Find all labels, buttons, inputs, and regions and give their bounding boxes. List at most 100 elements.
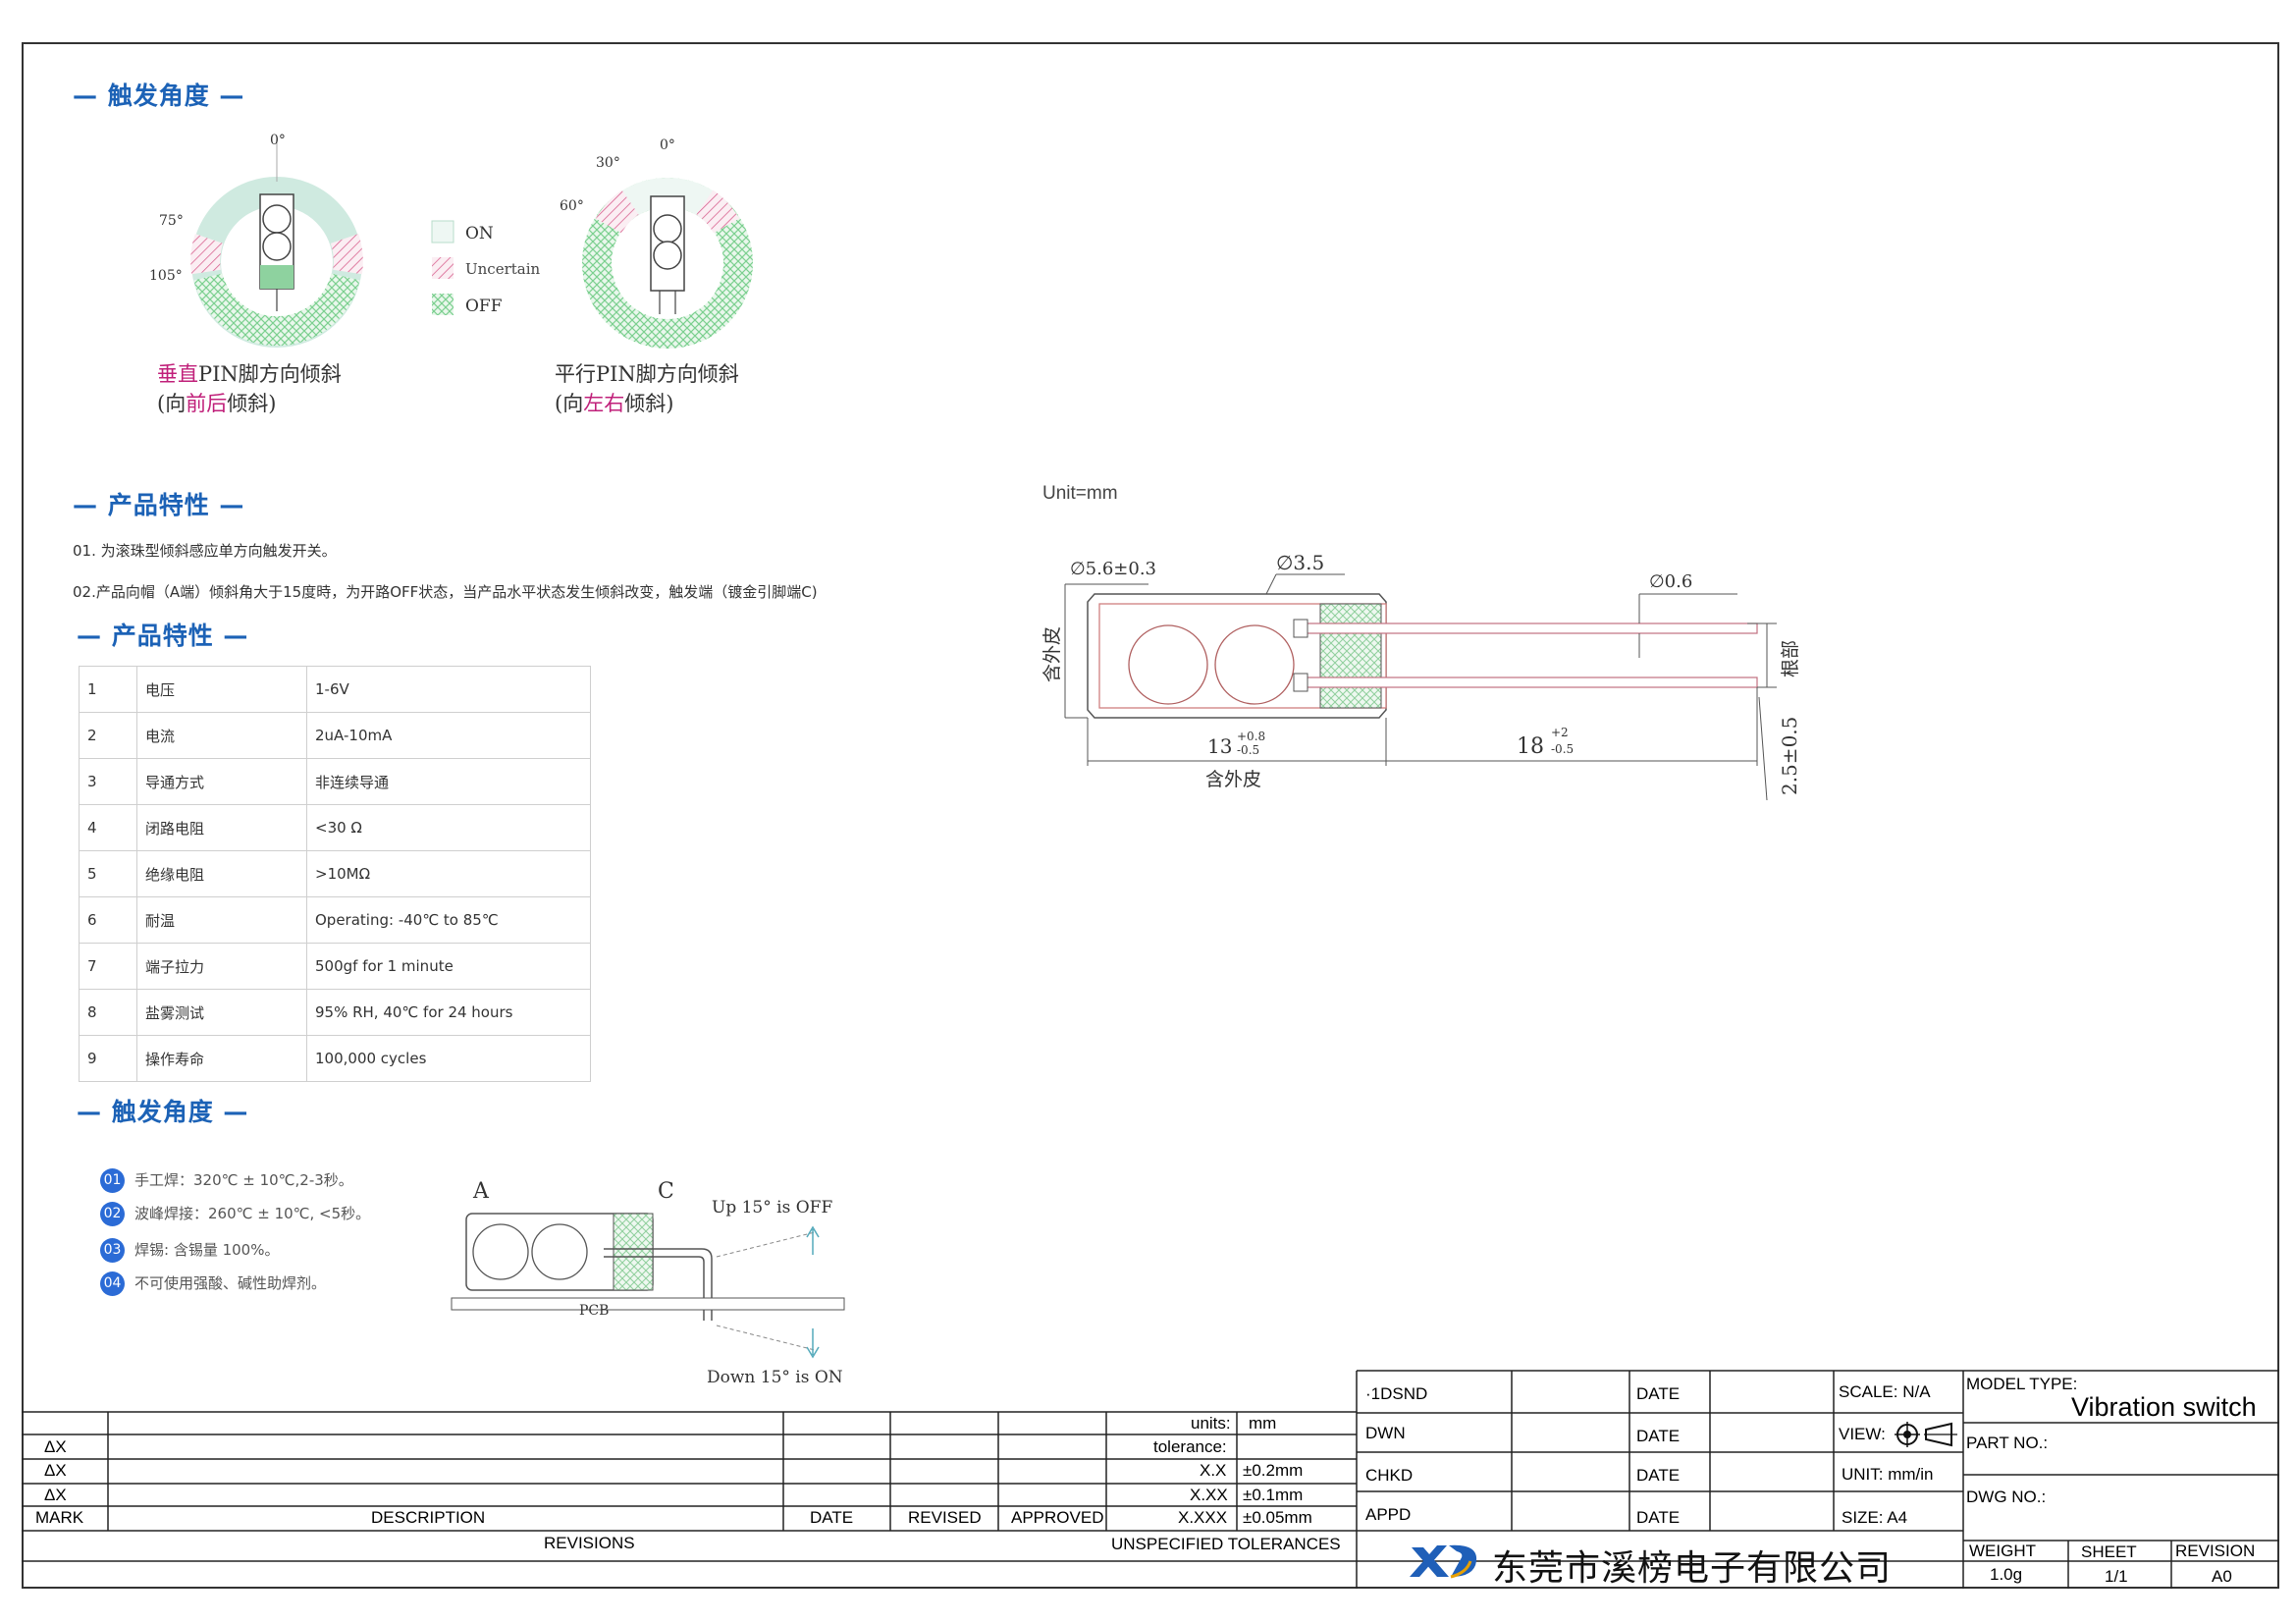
company-name: 东莞市溪榜电子有限公司 xyxy=(1492,1548,1893,1589)
vertical-tilt-circle: 0° 75° 105° xyxy=(149,133,363,348)
angle-label-0: 0° xyxy=(270,133,286,148)
spec-value: 非连续导通 xyxy=(306,758,591,805)
spec-no: 7 xyxy=(79,943,137,990)
angle-label-0-right: 0° xyxy=(660,137,675,153)
angle-label-30: 30° xyxy=(596,155,620,171)
sleeve-label-bottom: 含外皮 xyxy=(1205,769,1261,790)
spec-name: 绝缘电阻 xyxy=(136,850,307,897)
weight-value: 1.0g xyxy=(1990,1565,2023,1584)
sign-label-4: APPD xyxy=(1365,1505,1412,1524)
spec-no: 3 xyxy=(79,758,137,805)
scale: SCALE: N/A xyxy=(1839,1382,1931,1401)
tol-xxx-label: X.XXX xyxy=(1178,1508,1228,1527)
spec-name: 耐温 xyxy=(136,896,307,944)
pcb-label: PCB xyxy=(579,1303,609,1319)
sheet-size: SIZE: A4 xyxy=(1842,1508,1908,1527)
spec-no: 1 xyxy=(79,666,137,713)
sign-date-2: DATE xyxy=(1636,1427,1681,1445)
part-no-label: PART NO.: xyxy=(1966,1434,2049,1452)
spec-no: 4 xyxy=(79,804,137,851)
tol-x-label: X.X xyxy=(1200,1461,1227,1480)
spec-value: 100,000 cycles xyxy=(306,1035,591,1082)
right-caption-line2: (向左右倾斜) xyxy=(555,392,674,415)
spec-no: 9 xyxy=(79,1035,137,1082)
dim-pin-tol-up: +2 xyxy=(1551,726,1569,739)
section-title-specs: — 产品特性 — xyxy=(77,622,249,650)
angle-label-105: 105° xyxy=(149,268,183,284)
weight-label: WEIGHT xyxy=(1969,1542,2036,1560)
tol-tolerance-label: tolerance: xyxy=(1153,1437,1227,1456)
spec-no: 8 xyxy=(79,989,137,1036)
rev-header-description: DESCRIPTION xyxy=(371,1508,486,1527)
company-logo-icon xyxy=(1410,1544,1477,1579)
spec-no: 2 xyxy=(79,712,137,759)
legend-on: ON xyxy=(465,224,494,243)
dim-body-diameter: ∅5.6±0.3 xyxy=(1070,559,1156,579)
pcb-mount-diagram: A C Up 15° is OFF PCB Down 15° is ON xyxy=(451,1179,845,1387)
tol-units-label: units: xyxy=(1191,1414,1231,1433)
dim-body-length: 13 xyxy=(1207,734,1232,758)
end-c-label: C xyxy=(658,1179,674,1204)
tol-xxx-value: ±0.05mm xyxy=(1243,1508,1312,1527)
rev-header-date: DATE xyxy=(810,1508,854,1527)
sign-date-3: DATE xyxy=(1636,1466,1681,1485)
feature-1: 01. 为滚珠型倾斜感应单方向触发开关。 xyxy=(73,542,337,560)
rev-row-1-mark: ΔX xyxy=(44,1437,67,1456)
spec-name: 闭路电阻 xyxy=(136,804,307,851)
dwg-no-label: DWG NO.: xyxy=(1966,1488,2047,1506)
down-15-text: Down 15° is ON xyxy=(707,1368,843,1387)
dim-ball-diameter: ∅3.5 xyxy=(1276,551,1324,574)
end-a-label: A xyxy=(472,1179,490,1204)
tol-x-value: ±0.2mm xyxy=(1243,1461,1304,1480)
spec-name: 端子拉力 xyxy=(136,943,307,990)
right-caption-line1: 平行PIN脚方向倾斜 xyxy=(555,362,739,386)
tilt-angle-diagram: 0° 75° 105° ON Uncertain OFF xyxy=(149,133,541,348)
up-15-text: Up 15° is OFF xyxy=(712,1198,832,1217)
spec-no: 5 xyxy=(79,850,137,897)
spec-name: 电流 xyxy=(136,712,307,759)
spec-value: Operating: -40℃ to 85℃ xyxy=(306,896,591,944)
sheet-value: 1/1 xyxy=(2105,1567,2128,1586)
sign-label-2: DWN xyxy=(1365,1424,1406,1442)
rev-header-revised: REVISED xyxy=(908,1508,982,1527)
angle-label-60: 60° xyxy=(560,198,584,214)
section-title-soldering: — 触发角度 — xyxy=(77,1098,249,1126)
spec-value: <30 Ω xyxy=(306,804,591,851)
spec-value: >10MΩ xyxy=(306,850,591,897)
spec-name: 盐雾测试 xyxy=(136,989,307,1036)
sign-label-3: CHKD xyxy=(1365,1466,1414,1485)
revisions-footer: REVISIONS xyxy=(544,1534,635,1552)
rev-header-approved: APPROVED xyxy=(1011,1508,1104,1527)
view-label: VIEW: xyxy=(1839,1425,1886,1443)
legend: ON Uncertain OFF xyxy=(431,220,541,316)
dimension-drawing: ∅5.6±0.3 ∅3.5 ∅0.6 13 +0.8 -0.5 18 +2 -0… xyxy=(1041,551,1801,800)
spec-value: 1-6V xyxy=(306,666,591,713)
dim-pin-tol-down: -0.5 xyxy=(1551,742,1574,756)
spec-value: 95% RH, 40℃ for 24 hours xyxy=(306,989,591,1036)
rev-header-mark: MARK xyxy=(35,1508,84,1527)
legend-off: OFF xyxy=(465,297,503,316)
tol-units-value: mm xyxy=(1249,1414,1277,1433)
sleeve-label-side: 含外皮 xyxy=(1041,626,1063,682)
feature-2: 02.产品向帽（A端）倾斜角大于15度時，为开路OFF状态，当产品水平状态发生倾… xyxy=(73,583,818,601)
revision-value: A0 xyxy=(2212,1567,2232,1586)
dim-pin-diameter: ∅0.6 xyxy=(1649,571,1692,592)
rev-row-3-mark: ΔX xyxy=(44,1486,67,1504)
sign-date-4: DATE xyxy=(1636,1508,1681,1527)
left-caption-line1: 垂直PIN脚方向倾斜 xyxy=(157,362,342,386)
left-caption-line2: (向前后倾斜) xyxy=(157,392,277,415)
dim-body-tol-down: -0.5 xyxy=(1237,743,1259,757)
legend-uncertain: Uncertain xyxy=(465,260,541,278)
section-title-features: — 产品特性 — xyxy=(73,491,245,519)
sign-date-1: DATE xyxy=(1636,1384,1681,1403)
